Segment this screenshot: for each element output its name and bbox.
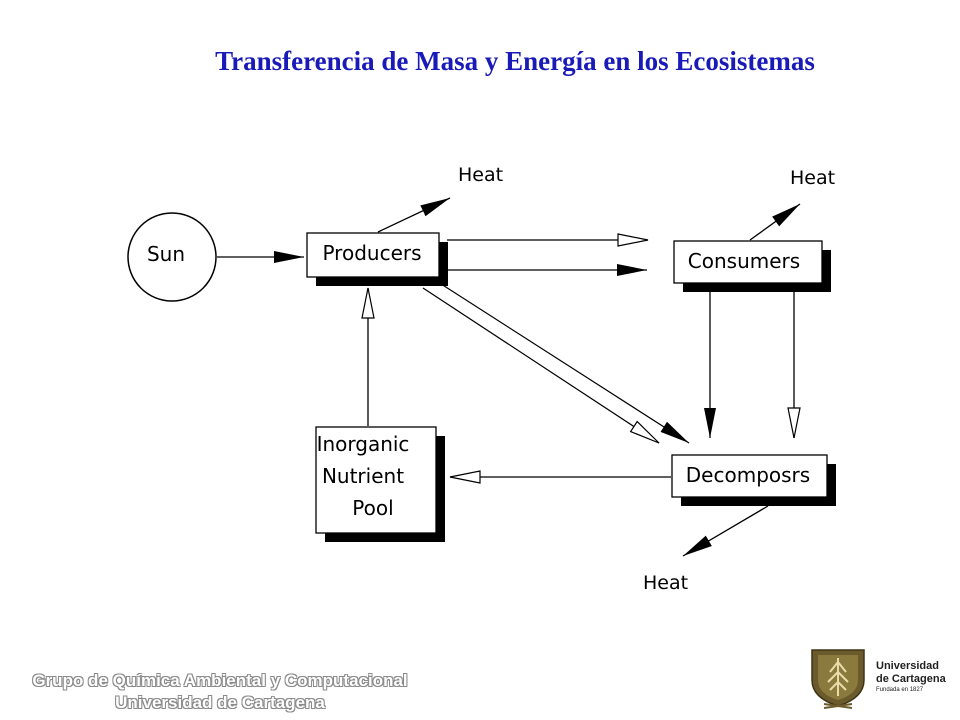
inorganic-pool-label-line3: Pool — [352, 496, 393, 520]
sun-label: Sun — [147, 242, 185, 266]
university-logo: Universidad de Cartagena Fundada en 1827 — [804, 646, 954, 710]
arrow-decomposers-heat — [682, 505, 769, 557]
footer-university-name: Universidad de Cartagena — [115, 693, 325, 712]
inorganic-pool-node: Inorganic Nutrient Pool — [315, 426, 445, 542]
inorganic-pool-label-line2: Nutrient — [322, 464, 404, 488]
logo-name-line2: de Cartagena — [876, 673, 946, 685]
logo-wordmark: Universidad de Cartagena Fundada en 1827 — [876, 660, 946, 695]
logo-name-line1: Universidad — [876, 660, 939, 672]
crest-icon — [811, 649, 865, 709]
decomposers-label: Decomposrs — [686, 463, 810, 487]
logo-founded: Fundada en 1827 — [876, 687, 924, 693]
decomposers-node: Decomposrs — [671, 454, 836, 506]
consumers-node: Consumers — [673, 240, 831, 292]
arrow-producers-to-decomposers-open — [422, 287, 660, 444]
consumers-label: Consumers — [688, 249, 800, 273]
producers-node: Producers — [306, 232, 448, 286]
footer-group-name: Grupo de Química Ambiental y Computacion… — [32, 671, 408, 690]
consumers-heat-label: Heat — [790, 167, 835, 189]
decomposers-heat-label: Heat — [643, 572, 688, 594]
producers-label: Producers — [322, 241, 421, 265]
producers-heat-label: Heat — [458, 164, 503, 186]
sun-node: Sun — [127, 212, 217, 302]
arrow-producers-heat — [377, 197, 451, 233]
footer-credit: Grupo de Química Ambiental y Computacion… — [10, 670, 430, 714]
arrow-producers-to-decomposers-filled — [437, 281, 690, 444]
arrow-consumers-heat — [749, 203, 801, 241]
slide-title: Transferencia de Masa y Energía en los E… — [215, 46, 815, 76]
inorganic-pool-label-line1: Inorganic — [317, 432, 410, 456]
